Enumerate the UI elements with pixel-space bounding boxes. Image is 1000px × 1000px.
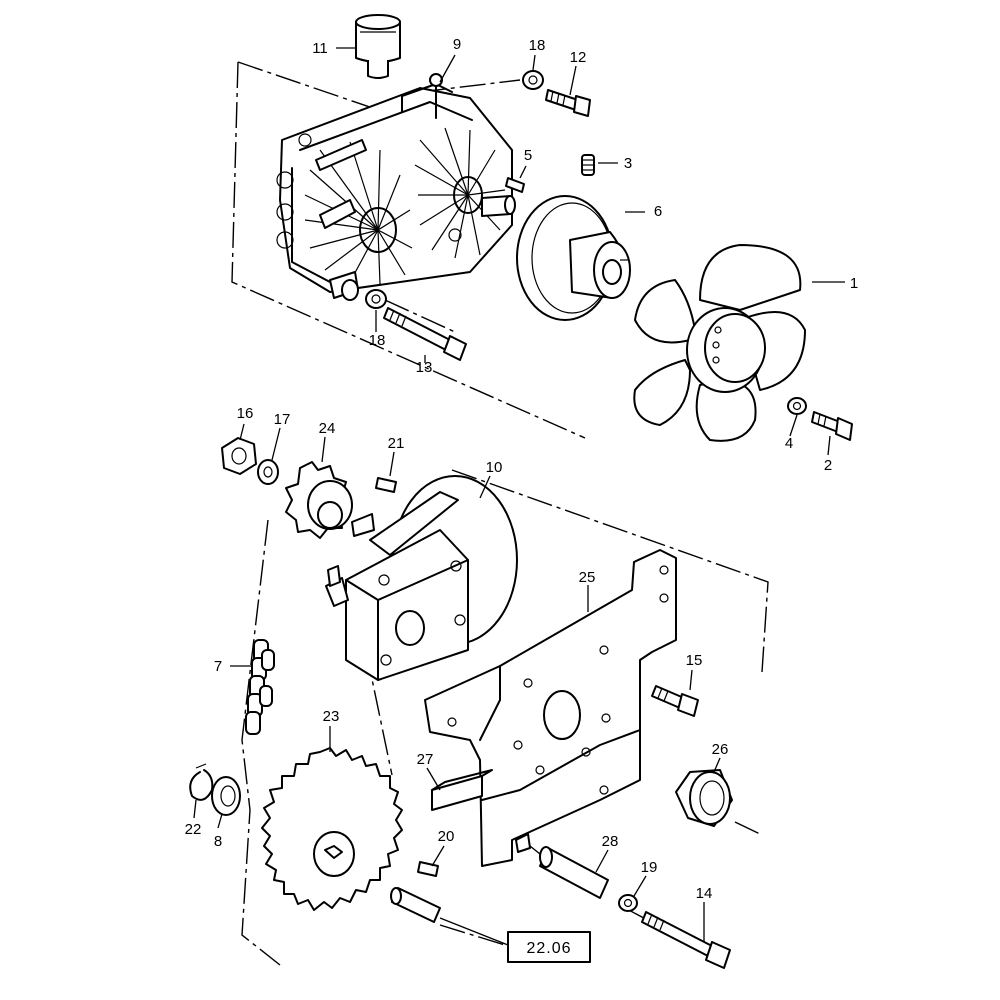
label-25: 25 bbox=[579, 569, 596, 586]
reference-box-text: 22.06 bbox=[526, 940, 571, 957]
label-9: 9 bbox=[453, 36, 461, 53]
label-19: 19 bbox=[641, 859, 658, 876]
washer-8 bbox=[211, 776, 241, 816]
part-labels: 1 2 3 4 5 6 7 8 9 10 11 12 13 14 15 16 1… bbox=[185, 36, 859, 902]
sprocket-23 bbox=[261, 747, 403, 911]
bushing-26 bbox=[675, 769, 733, 827]
pin-28 bbox=[539, 846, 609, 899]
nut-16 bbox=[221, 437, 257, 475]
label-24: 24 bbox=[319, 420, 336, 437]
chain-7 bbox=[245, 639, 275, 735]
washer-17 bbox=[257, 459, 279, 485]
label-4: 4 bbox=[785, 435, 793, 452]
label-12: 12 bbox=[570, 49, 587, 66]
washer-18-lower bbox=[365, 289, 387, 309]
filler-plug bbox=[355, 14, 401, 79]
fan-1 bbox=[633, 244, 806, 442]
label-6: 6 bbox=[654, 203, 662, 220]
bolt-12 bbox=[545, 89, 591, 117]
key-5 bbox=[505, 177, 525, 193]
label-20: 20 bbox=[438, 828, 455, 845]
label-18-lower: 18 bbox=[369, 332, 386, 349]
washer-19 bbox=[618, 894, 638, 912]
label-8: 8 bbox=[214, 833, 222, 850]
mounting-plate-25 bbox=[424, 549, 677, 867]
bolt-15 bbox=[651, 685, 699, 717]
sprocket-24 bbox=[285, 461, 353, 539]
label-23: 23 bbox=[323, 708, 340, 725]
bolt-13 bbox=[383, 307, 467, 361]
label-1: 1 bbox=[850, 275, 858, 292]
spacer-bar-27 bbox=[431, 769, 493, 811]
washer-4 bbox=[787, 397, 807, 415]
label-10: 10 bbox=[486, 459, 503, 476]
key-21 bbox=[375, 477, 397, 493]
label-27: 27 bbox=[417, 751, 434, 768]
label-15: 15 bbox=[686, 652, 703, 669]
label-11: 11 bbox=[312, 40, 328, 57]
label-5: 5 bbox=[524, 147, 532, 164]
label-16: 16 bbox=[237, 405, 254, 422]
circlip-22 bbox=[189, 763, 214, 801]
label-3: 3 bbox=[624, 155, 632, 172]
label-13: 13 bbox=[416, 359, 433, 376]
gearbox bbox=[276, 73, 516, 301]
hydraulic-unit-10 bbox=[325, 475, 518, 681]
label-22: 22 bbox=[185, 821, 202, 838]
label-28: 28 bbox=[602, 833, 619, 850]
reference-box: 22.06 bbox=[507, 931, 591, 963]
key-20 bbox=[417, 861, 439, 877]
label-18-top: 18 bbox=[529, 37, 546, 54]
label-26: 26 bbox=[712, 741, 729, 758]
label-17: 17 bbox=[274, 411, 291, 428]
bolt-14 bbox=[641, 911, 731, 969]
pulley-6 bbox=[516, 195, 631, 321]
label-7: 7 bbox=[214, 658, 222, 675]
washer-18-top bbox=[522, 70, 544, 90]
shaft-reference bbox=[390, 887, 441, 923]
assembly-centerlines bbox=[231, 61, 769, 966]
label-21: 21 bbox=[388, 435, 405, 452]
label-2: 2 bbox=[824, 457, 832, 474]
bolt-2 bbox=[811, 411, 853, 441]
leader-lines bbox=[193, 47, 845, 946]
set-screw-3 bbox=[581, 154, 595, 176]
label-14: 14 bbox=[696, 885, 713, 902]
